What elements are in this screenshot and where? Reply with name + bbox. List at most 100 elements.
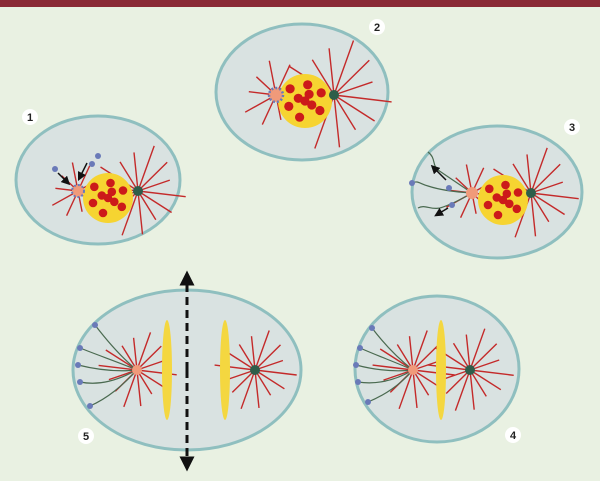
microtubule bbox=[254, 344, 281, 371]
chromatin-dot bbox=[295, 112, 305, 122]
old-centrosome-4 bbox=[465, 365, 475, 375]
microtubule bbox=[333, 81, 373, 96]
microtubule bbox=[311, 59, 335, 96]
chromatin-dot bbox=[98, 208, 108, 218]
microtubule bbox=[137, 190, 172, 214]
stage-number-badge bbox=[505, 427, 521, 443]
microtubule bbox=[225, 369, 256, 381]
microtubule bbox=[530, 192, 550, 223]
microtubule bbox=[427, 364, 471, 371]
stage-2: 2 bbox=[214, 19, 392, 162]
microtubule bbox=[379, 348, 414, 371]
microtubule bbox=[137, 145, 155, 192]
microtubule bbox=[137, 179, 171, 192]
microtubule bbox=[469, 343, 498, 371]
chromatin-dot bbox=[97, 191, 107, 200]
movement-arrow bbox=[434, 207, 449, 217]
chromatin-dot bbox=[303, 80, 313, 90]
chromatin-dot bbox=[485, 184, 494, 194]
microtubule bbox=[530, 147, 548, 194]
microtubule bbox=[408, 336, 414, 371]
microtubule bbox=[333, 59, 370, 96]
actin-filament bbox=[411, 181, 473, 194]
chromatin-dot bbox=[505, 199, 514, 209]
microtubule bbox=[412, 330, 428, 371]
daughter-plate-right bbox=[220, 320, 230, 420]
microtubule bbox=[333, 94, 392, 103]
microtubule bbox=[136, 369, 166, 389]
chromatin-dot bbox=[483, 200, 493, 210]
microtubule bbox=[250, 336, 256, 371]
chromatin-dot bbox=[316, 88, 326, 98]
new-centrosome-5 bbox=[132, 365, 142, 375]
chromatin-dot bbox=[117, 202, 127, 212]
movement-arrow bbox=[430, 164, 447, 181]
actin-filament bbox=[79, 369, 138, 384]
stage-number-badge bbox=[22, 109, 38, 125]
chromatin-dot bbox=[493, 210, 503, 220]
microtubule bbox=[254, 369, 260, 408]
stage-3: 3 bbox=[409, 119, 584, 260]
chromatin-dot bbox=[118, 186, 128, 195]
cortical-motor bbox=[77, 379, 83, 385]
stage-number-badge bbox=[78, 428, 94, 444]
stage-number: 5 bbox=[83, 431, 89, 443]
new-centrosome-2 bbox=[267, 86, 285, 104]
chromatin-dot bbox=[106, 178, 115, 188]
chromatin-dot bbox=[315, 105, 325, 116]
microtubule bbox=[469, 369, 475, 410]
movement-arrow bbox=[77, 162, 88, 182]
cortical-motor bbox=[355, 379, 361, 385]
microtubule bbox=[372, 364, 414, 371]
microtubule bbox=[333, 94, 357, 131]
old-centrosome-2 bbox=[329, 90, 339, 100]
chromatin-dot bbox=[501, 180, 510, 190]
microtubule bbox=[469, 369, 502, 391]
microtubule bbox=[452, 342, 471, 371]
old-centrosome-5 bbox=[250, 365, 260, 375]
chromatin-dot bbox=[88, 198, 98, 208]
motor-protein bbox=[89, 161, 95, 167]
microtubule bbox=[132, 337, 138, 371]
microtubule bbox=[469, 369, 487, 397]
microtubule bbox=[137, 190, 144, 235]
microtubule bbox=[136, 369, 142, 407]
stage-1: 1 bbox=[14, 109, 186, 246]
cortical-motor bbox=[365, 399, 371, 405]
stage-number: 1 bbox=[27, 112, 33, 124]
stage-number-badge bbox=[369, 19, 385, 35]
microtubule bbox=[333, 94, 375, 122]
movement-arrow bbox=[57, 172, 71, 186]
actin-filament bbox=[79, 347, 138, 371]
microtubule bbox=[254, 369, 285, 390]
new-centrosome-1 bbox=[71, 184, 85, 198]
chromatin-dot bbox=[107, 187, 117, 197]
microtubule bbox=[530, 181, 564, 194]
microtubule bbox=[328, 48, 335, 96]
stage-number: 4 bbox=[510, 430, 517, 442]
cortical-motor bbox=[409, 180, 415, 186]
microtubule bbox=[469, 359, 500, 371]
stage-4: 4 bbox=[353, 294, 521, 444]
microtubule bbox=[383, 369, 414, 381]
old-centrosome-1 bbox=[133, 186, 143, 196]
microtubule bbox=[105, 349, 138, 371]
chromatin-dot bbox=[293, 93, 303, 103]
microtubule bbox=[526, 154, 532, 194]
microtubule bbox=[465, 334, 471, 371]
motor-protein bbox=[95, 153, 101, 159]
microtubule bbox=[98, 364, 138, 371]
microtubule bbox=[137, 190, 186, 198]
chromatin-dot bbox=[285, 84, 295, 94]
metaphase-plate bbox=[436, 320, 446, 420]
nucleus-dots-2 bbox=[284, 80, 326, 122]
daughter-plate-left bbox=[162, 320, 172, 420]
microtubule bbox=[137, 190, 157, 221]
chromatin-dot bbox=[502, 189, 512, 199]
new-centrosome-4 bbox=[408, 365, 418, 375]
microtubule bbox=[240, 369, 256, 410]
cortical-motor bbox=[353, 362, 359, 368]
microtubule bbox=[121, 190, 139, 236]
microtubule bbox=[123, 369, 138, 408]
